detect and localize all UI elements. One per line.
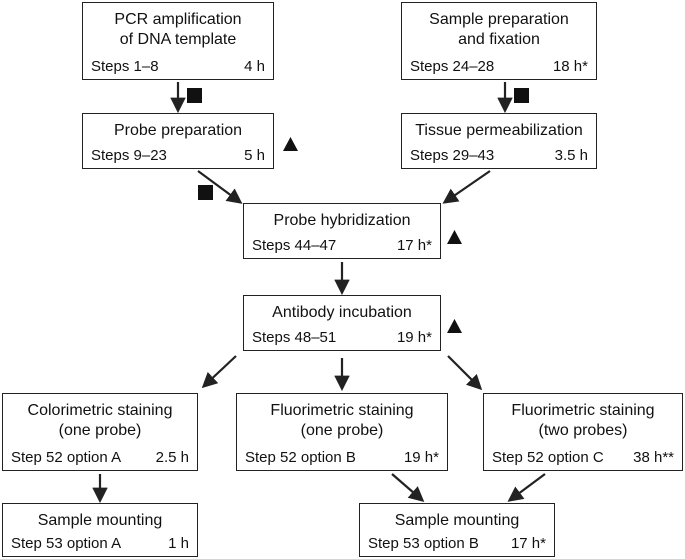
node-title-line: Antibody incubation bbox=[272, 304, 412, 321]
pause-square-icon bbox=[514, 88, 529, 103]
arrow-probe-prep-to-hyb bbox=[197, 170, 243, 204]
node-title-line: Sample mounting bbox=[37, 512, 163, 529]
node-title-line: Sample preparation bbox=[429, 11, 569, 28]
node-steps: Steps 1–8 bbox=[91, 58, 159, 75]
node-steps: Steps 9–23 bbox=[91, 147, 167, 164]
pause-square-icon bbox=[198, 185, 213, 200]
critical-triangle-icon bbox=[447, 319, 462, 333]
node-probe-preparation: Probe preparation Steps 9–23 5 h bbox=[82, 113, 274, 169]
node-steps: Steps 24–28 bbox=[410, 58, 495, 75]
node-time: 1 h bbox=[168, 535, 189, 552]
node-probe-hybridization: Probe hybridization Steps 44–47 17 h* bbox=[243, 203, 441, 259]
node-title-line: Probe preparation bbox=[113, 122, 243, 139]
node-steps: Steps 48–51 bbox=[252, 329, 337, 346]
node-sample-mounting-b: Sample mounting Step 53 option B 17 h* bbox=[359, 503, 555, 557]
node-time: 18 h* bbox=[552, 58, 588, 75]
critical-triangle-icon bbox=[283, 137, 298, 151]
node-steps: Steps 29–43 bbox=[410, 147, 495, 164]
node-steps: Step 52 option A bbox=[11, 449, 122, 466]
arrow-antibody-to-fluor-two bbox=[447, 355, 483, 391]
node-steps: Step 52 option B bbox=[245, 449, 356, 466]
node-title-line: Fluorimetric staining bbox=[511, 402, 655, 419]
arrow-antibody-to-colorimetric bbox=[201, 355, 237, 389]
node-time: 5 h bbox=[244, 147, 265, 164]
node-time: 19 h* bbox=[396, 329, 432, 346]
arrow-fluor-one-to-mount-b bbox=[391, 473, 425, 503]
node-fluorimetric-staining-two: Fluorimetric staining (two probes) Step … bbox=[483, 393, 683, 471]
node-sample-mounting-a: Sample mounting Step 53 option A 1 h bbox=[2, 503, 198, 557]
node-title-line: and fixation bbox=[458, 31, 540, 48]
node-time: 2.5 h bbox=[155, 449, 189, 466]
node-steps: Step 53 option A bbox=[11, 535, 122, 552]
node-steps: Step 53 option B bbox=[368, 535, 479, 552]
node-title-line: Tissue permeabilization bbox=[415, 122, 583, 139]
node-title-line: (one probe) bbox=[300, 422, 384, 439]
node-tissue-permeabilization: Tissue permeabilization Steps 29–43 3.5 … bbox=[401, 113, 597, 169]
node-colorimetric-staining: Colorimetric staining (one probe) Step 5… bbox=[2, 393, 198, 471]
node-title-line: PCR amplification bbox=[114, 11, 242, 28]
pause-square-icon bbox=[187, 88, 202, 103]
node-sample-preparation: Sample preparation and fixation Steps 24… bbox=[401, 2, 597, 80]
node-antibody-incubation: Antibody incubation Steps 48–51 19 h* bbox=[243, 295, 441, 351]
node-pcr-amplification: PCR amplification of DNA template Steps … bbox=[82, 2, 274, 80]
node-time: 38 h** bbox=[633, 449, 674, 466]
node-time: 19 h* bbox=[403, 449, 439, 466]
arrow-fluor-two-to-mount-b bbox=[507, 473, 546, 502]
critical-triangle-icon bbox=[447, 230, 462, 244]
node-time: 3.5 h bbox=[554, 147, 588, 164]
node-title-line: of DNA template bbox=[119, 31, 237, 48]
node-title-line: (one probe) bbox=[58, 422, 142, 439]
node-title-line: Colorimetric staining bbox=[27, 402, 173, 419]
node-steps: Step 52 option C bbox=[492, 449, 604, 466]
node-title-line: (two probes) bbox=[538, 422, 628, 439]
node-time: 4 h bbox=[244, 58, 265, 75]
node-steps: Steps 44–47 bbox=[252, 237, 337, 254]
arrow-tissue-to-hyb bbox=[442, 170, 491, 204]
node-time: 17 h* bbox=[396, 237, 432, 254]
node-time: 17 h* bbox=[510, 535, 546, 552]
node-title-line: Fluorimetric staining bbox=[270, 402, 414, 419]
node-title-line: Sample mounting bbox=[394, 512, 520, 529]
node-fluorimetric-staining-one: Fluorimetric staining (one probe) Step 5… bbox=[236, 393, 448, 471]
node-title-line: Probe hybridization bbox=[273, 212, 411, 229]
